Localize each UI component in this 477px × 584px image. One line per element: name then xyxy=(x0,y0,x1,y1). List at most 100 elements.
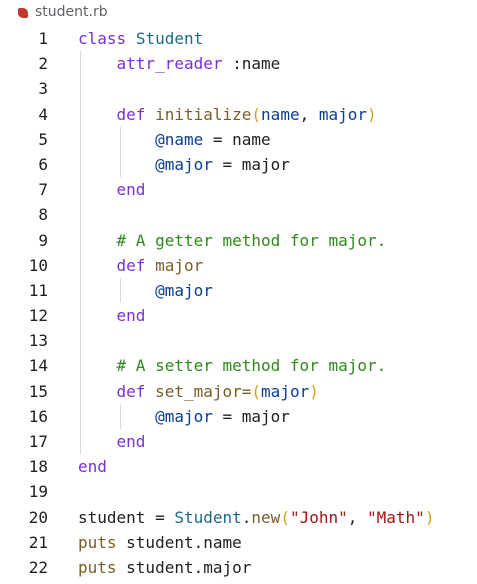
code-token xyxy=(78,130,155,149)
code-token: def xyxy=(116,381,146,401)
code-text: @name = name xyxy=(78,127,271,152)
code-token: student = xyxy=(78,507,175,527)
code-text: end xyxy=(78,429,146,454)
code-text: end xyxy=(78,177,146,202)
code-text: attr_reader :name xyxy=(78,51,281,76)
file-tab[interactable]: student.rb xyxy=(0,0,477,26)
code-token: ( xyxy=(280,507,290,527)
code-token: set_major= xyxy=(155,381,252,401)
code-line[interactable]: 2 attr_reader :name xyxy=(0,51,477,76)
line-number: 11 xyxy=(28,280,48,300)
code-token xyxy=(126,29,136,48)
code-token: ) xyxy=(424,507,435,527)
code-text: end xyxy=(78,454,107,479)
code-line[interactable]: 19 xyxy=(0,479,477,504)
file-name: student.rb xyxy=(35,4,108,20)
code-token xyxy=(78,356,117,375)
line-number: 4 xyxy=(38,104,48,124)
code-token: new xyxy=(251,507,281,527)
code-token xyxy=(78,231,117,250)
code-line[interactable]: 14 # A setter method for major. xyxy=(0,353,477,378)
code-token: major xyxy=(318,104,368,124)
code-token: ) xyxy=(367,104,377,124)
code-line[interactable]: 21 puts student.name xyxy=(0,530,477,555)
line-number: 1 xyxy=(38,29,48,48)
code-token xyxy=(145,256,155,275)
line-number: 16 xyxy=(28,406,48,426)
code-token xyxy=(78,382,117,401)
code-token xyxy=(78,432,117,451)
indent-guide xyxy=(120,278,121,303)
code-line[interactable]: 16 @major = major xyxy=(0,404,477,429)
line-number: 14 xyxy=(28,356,48,376)
code-token: end xyxy=(116,180,146,200)
code-token: @name xyxy=(155,129,204,149)
code-line[interactable]: 15 def set_major=(major) xyxy=(0,379,477,404)
line-number: 7 xyxy=(38,180,48,200)
line-number: 19 xyxy=(28,482,48,502)
code-text: def set_major=(major) xyxy=(78,379,319,404)
line-number: 21 xyxy=(28,532,48,552)
code-text: def major xyxy=(78,253,204,278)
code-line[interactable]: 18 end xyxy=(0,454,477,479)
code-text: class Student xyxy=(78,26,203,51)
code-token: # A setter method for major. xyxy=(116,356,387,376)
code-token: "Math" xyxy=(367,507,425,527)
code-token xyxy=(78,407,155,426)
line-number: 6 xyxy=(38,154,48,174)
code-token: student.name xyxy=(116,532,242,552)
code-token: , xyxy=(347,507,368,527)
code-token: Student xyxy=(174,507,242,527)
line-number: 18 xyxy=(28,457,48,477)
code-token: ) xyxy=(309,381,319,401)
code-line[interactable]: 9 # A getter method for major. xyxy=(0,228,477,253)
code-line[interactable]: 8 xyxy=(0,202,477,227)
code-token: end xyxy=(78,457,107,477)
code-line[interactable]: 11 @major xyxy=(0,278,477,303)
code-line[interactable]: 5 @name = name xyxy=(0,127,477,152)
code-text: @major = major xyxy=(78,404,290,429)
code-token: ( xyxy=(251,381,262,401)
code-token: def xyxy=(116,255,146,275)
line-number: 3 xyxy=(38,79,48,99)
code-line[interactable]: 10 def major xyxy=(0,253,477,278)
code-token: initialize xyxy=(155,104,252,124)
code-token: = name xyxy=(203,129,271,149)
code-token: "John" xyxy=(289,507,348,527)
code-line[interactable]: 6 @major = major xyxy=(0,152,477,177)
code-token xyxy=(78,281,155,300)
code-line[interactable]: 12 end xyxy=(0,303,477,328)
code-token xyxy=(78,180,117,199)
code-token xyxy=(145,382,155,401)
code-token: , xyxy=(299,104,319,124)
code-text: @major = major xyxy=(78,152,290,177)
code-line[interactable]: 3 xyxy=(0,76,477,101)
code-token: def xyxy=(116,104,146,124)
code-line[interactable]: 17 end xyxy=(0,429,477,454)
code-token: . xyxy=(241,507,252,527)
code-line[interactable]: 4 def initialize(name, major) xyxy=(0,102,477,127)
code-token: @major xyxy=(155,406,213,426)
indent-guide xyxy=(120,404,121,429)
line-number: 10 xyxy=(28,255,48,275)
code-token: @major xyxy=(155,280,213,300)
code-text: # A getter method for major. xyxy=(78,228,387,253)
code-token: major xyxy=(261,381,310,401)
code-line[interactable]: 1 class Student xyxy=(0,26,477,51)
code-token: = major xyxy=(212,154,290,174)
ruby-file-icon xyxy=(18,8,28,18)
code-token: major xyxy=(155,255,204,275)
line-number: 22 xyxy=(28,557,48,577)
code-line[interactable]: 13 xyxy=(0,328,477,353)
code-token: class xyxy=(78,29,127,48)
code-line[interactable]: 7 end xyxy=(0,177,477,202)
code-token: :name xyxy=(222,54,281,74)
code-text: @major xyxy=(78,278,213,303)
code-text: puts student.name xyxy=(78,530,242,555)
code-text: # A setter method for major. xyxy=(78,353,387,378)
code-token xyxy=(78,306,117,325)
line-number: 9 xyxy=(38,230,48,250)
